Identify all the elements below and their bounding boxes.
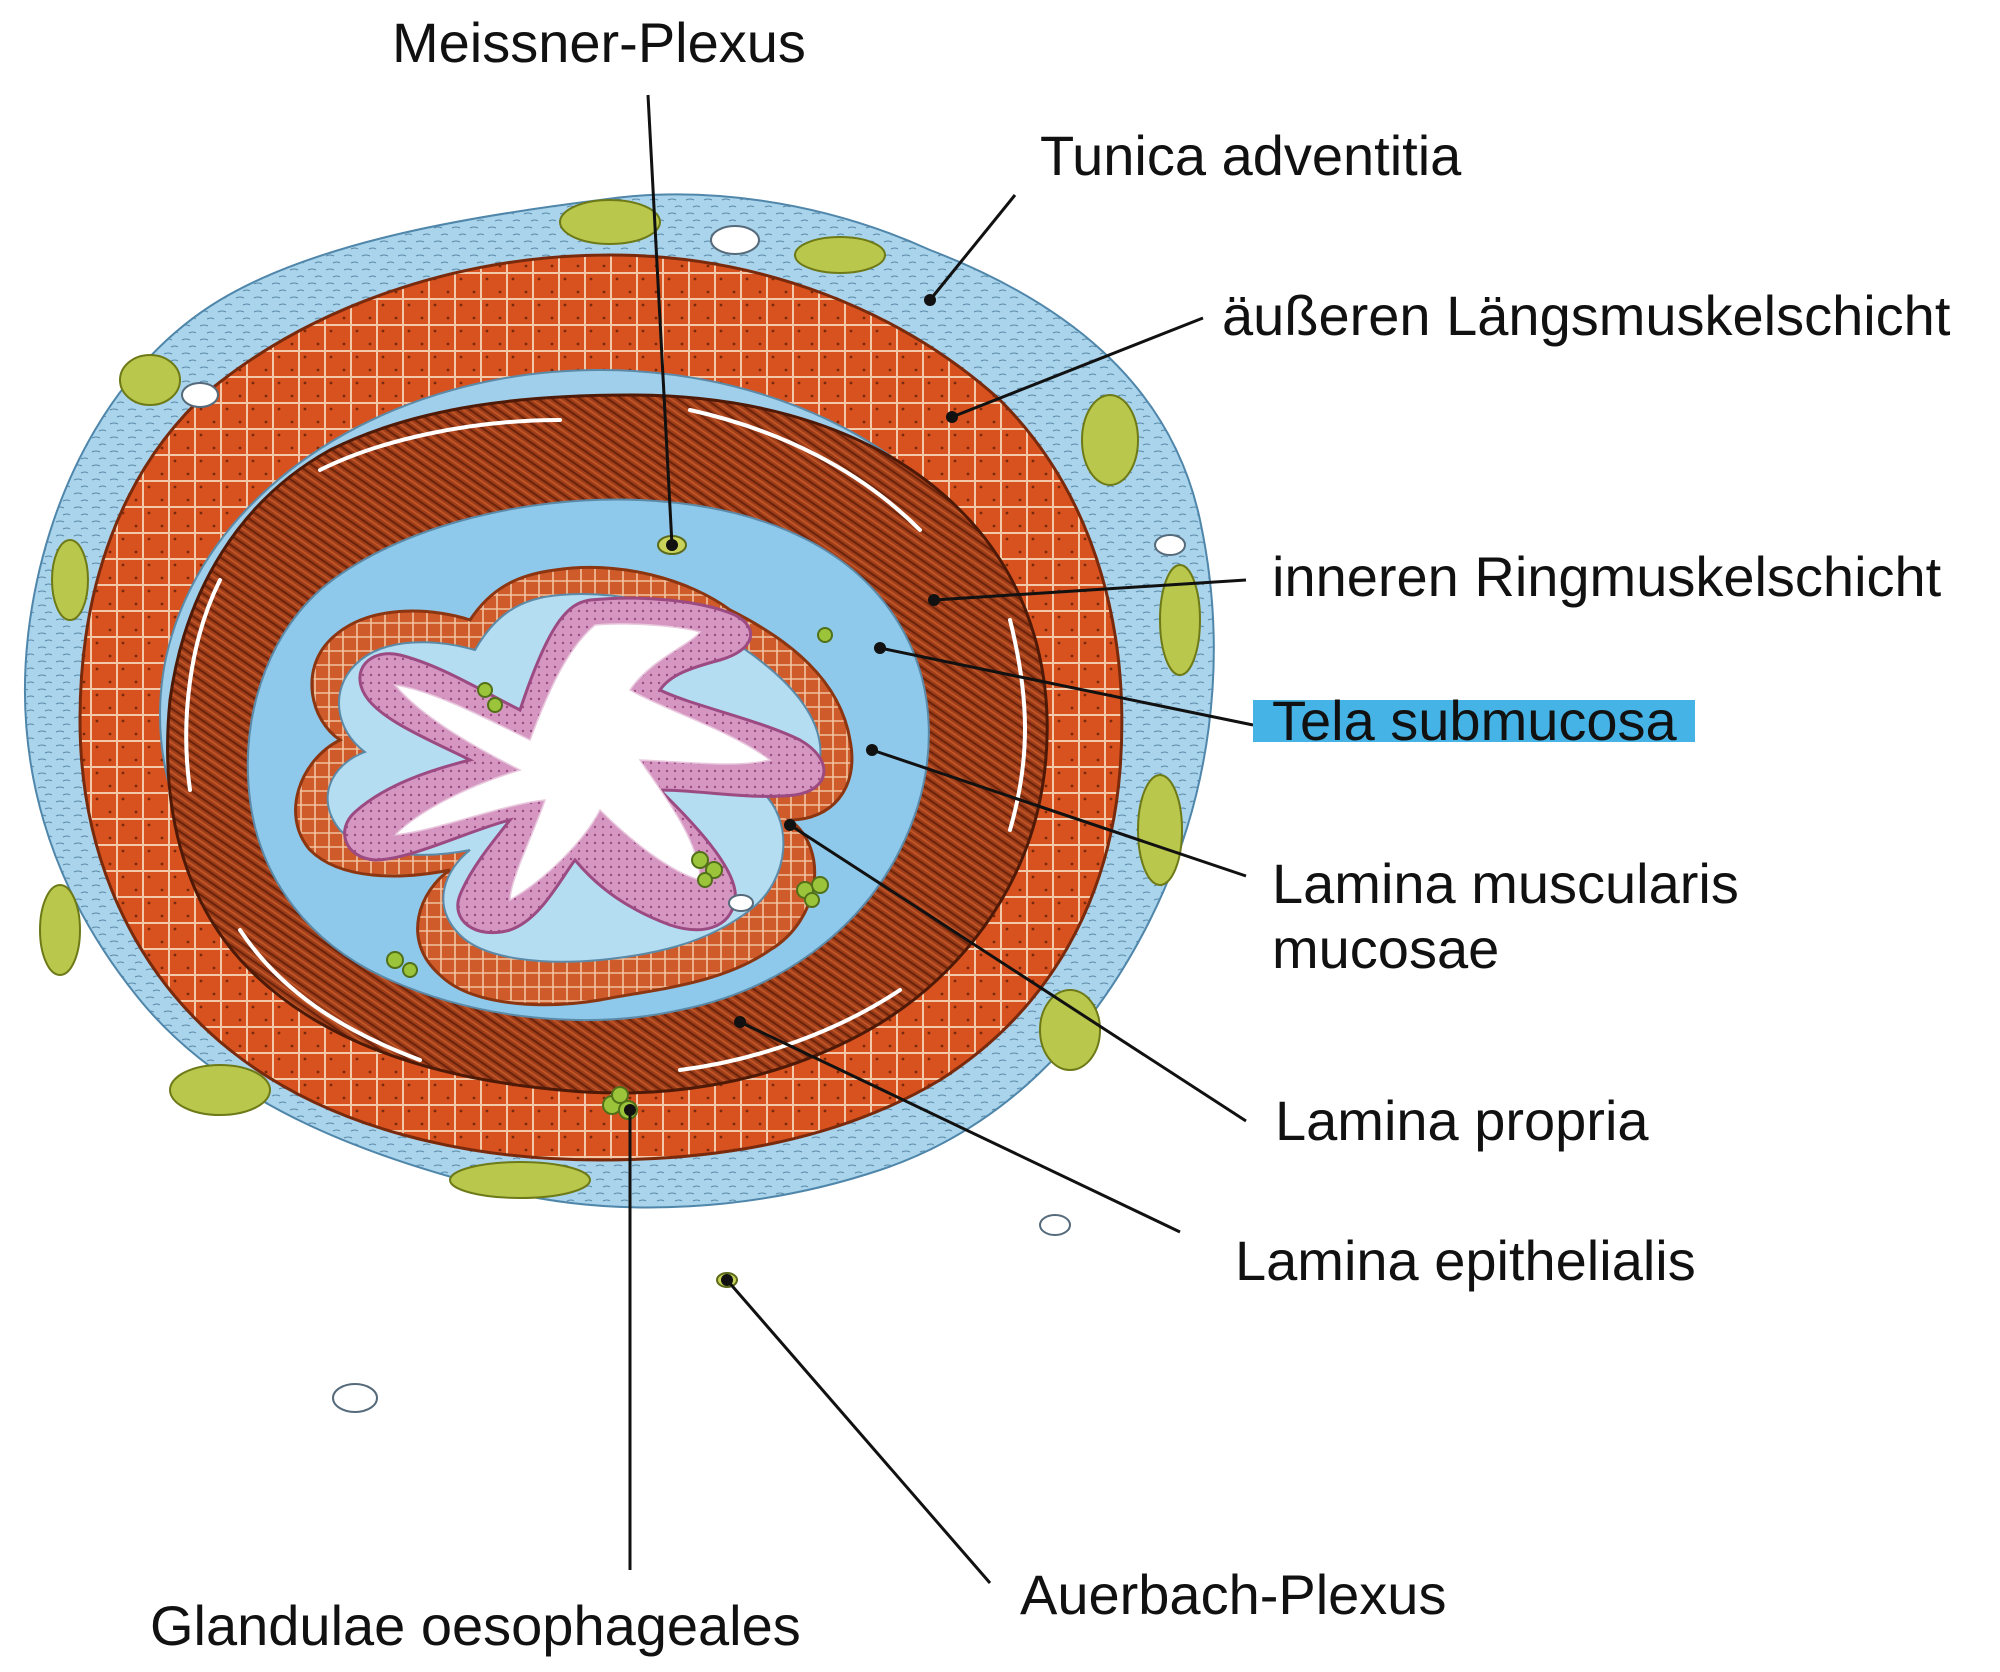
label-lamina-muscularis-2: mucosae bbox=[1272, 917, 1499, 980]
label-tunica-adventitia: Tunica adventitia bbox=[1040, 124, 1462, 187]
lumen bbox=[392, 623, 772, 902]
label-glandulae-oesophageales: Glandulae oesophageales bbox=[150, 1594, 801, 1657]
adventitia-fat-clusters bbox=[39, 199, 1201, 1199]
inner-muscle-septa bbox=[184, 408, 1027, 1072]
leader-auerbach bbox=[725, 1279, 992, 1584]
leader-inner-muscle bbox=[933, 578, 1247, 602]
label-lamina-epithelialis: Lamina epithelialis bbox=[1235, 1229, 1696, 1292]
label-auerbach-plexus: Auerbach-Plexus bbox=[1020, 1563, 1446, 1626]
tela-submucosa-highlight bbox=[1253, 700, 1695, 742]
glandulae-oesophageales-clusters bbox=[386, 627, 833, 1120]
label-lamina-muscularis-1: Lamina muscularis bbox=[1272, 852, 1739, 915]
label-outer-longitudinal: äußeren Längsmuskelschicht bbox=[1222, 284, 1951, 347]
label-lamina-propria: Lamina propria bbox=[1275, 1089, 1649, 1152]
leader-muscularis-mucosae bbox=[871, 748, 1247, 878]
leader-epithelialis bbox=[739, 1020, 1181, 1234]
leader-adventitia bbox=[928, 194, 1017, 301]
leader-lines bbox=[628, 94, 1254, 1584]
label-meissner-plexus: Meissner-Plexus bbox=[392, 11, 806, 74]
leader-outer-muscle bbox=[951, 316, 1204, 419]
label-tela-submucosa: Tela submucosa bbox=[1272, 689, 1678, 752]
label-inner-circular: inneren Ringmuskelschicht bbox=[1272, 545, 1942, 608]
leader-dots bbox=[624, 294, 958, 1286]
leader-meissner bbox=[646, 94, 674, 546]
leader-submucosa bbox=[879, 646, 1254, 727]
leader-lamina-propria bbox=[789, 823, 1247, 1123]
vessels bbox=[181, 225, 1186, 1413]
